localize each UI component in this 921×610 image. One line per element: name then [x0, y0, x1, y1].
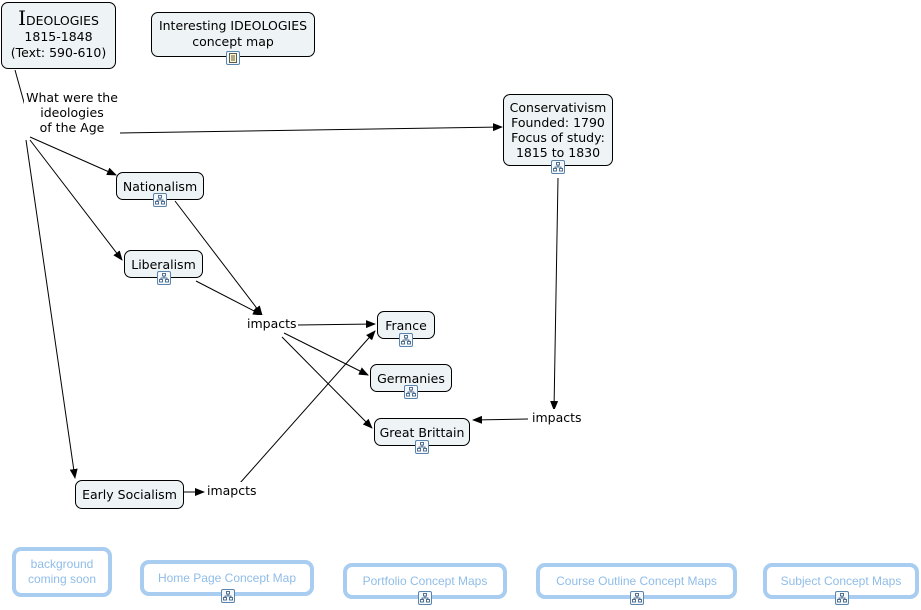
concept-map-icon[interactable]: [551, 160, 565, 174]
background-nav-box[interactable]: background coming soon: [12, 547, 112, 597]
concept-map-icon[interactable]: [418, 591, 432, 605]
question-line-2: ideologies: [40, 105, 104, 120]
germanies-label: Germanies: [377, 370, 445, 386]
title-text-pages: (Text: 590-610): [10, 45, 107, 60]
info-line-1: Interesting IDEOLOGIES: [158, 18, 308, 33]
conservatism-line-4: 1815 to 1830: [515, 145, 601, 160]
conservatism-line-1: Conservativism: [509, 100, 607, 115]
early-socialism-label: Early Socialism: [82, 487, 177, 502]
concept-map-icon[interactable]: [153, 193, 167, 207]
conservatism-line-2: Founded: 1790: [511, 115, 605, 130]
link-question-to-early-socialism: [25, 139, 78, 479]
background-line-1: background: [30, 557, 94, 571]
impacts-phrase-right: impacts: [532, 409, 582, 426]
link-impacts-to-germanies: [283, 332, 369, 376]
concept-map-icon[interactable]: [415, 440, 429, 454]
link-impacts-to-great-brittain-right: [472, 415, 529, 424]
info-node[interactable]: Interesting IDEOLOGIES concept map: [151, 12, 315, 57]
portfolio-label: Portfolio Concept Maps: [362, 573, 488, 588]
link-conservatism-to-impacts: [550, 177, 559, 411]
great-brittain-label: Great Brittain: [379, 424, 465, 440]
concept-map-icon[interactable]: [630, 591, 644, 605]
title-dates: 1815-1848: [24, 29, 93, 44]
link-question-to-conservatism: [119, 123, 503, 134]
link-impacts-to-france: [297, 320, 376, 329]
concept-map-icon[interactable]: [399, 333, 413, 347]
home-page-label: Home Page Concept Map: [157, 570, 297, 585]
concept-map-icon[interactable]: [221, 589, 235, 603]
impacts-phrase-left: impacts: [247, 315, 297, 332]
link-nationalism-to-impacts: [174, 200, 263, 316]
france-label: France: [385, 317, 427, 333]
info-line-2: concept map: [192, 34, 274, 49]
subject-label: Subject Concept Maps: [780, 573, 902, 588]
link-liberalism-to-impacts: [195, 280, 263, 316]
question-line-1: What were the: [26, 90, 118, 105]
title-heading: IDEOLOGIES: [18, 6, 99, 30]
conservatism-node[interactable]: Conservativism Founded: 1790 Focus of st…: [503, 94, 613, 166]
concept-map-icon[interactable]: [157, 271, 171, 285]
link-question-to-nationalism: [29, 136, 117, 176]
link-imapcts-to-france: [239, 330, 376, 484]
link-title-to-question: [14, 69, 26, 107]
document-icon[interactable]: [226, 51, 240, 65]
question-phrase: What were the ideologies of the Age: [24, 90, 120, 135]
background-line-2: coming soon: [27, 572, 97, 586]
question-line-3: of the Age: [39, 120, 105, 135]
title-node[interactable]: IDEOLOGIES 1815-1848 (Text: 590-610): [1, 2, 116, 69]
concept-map-icon[interactable]: [404, 385, 418, 399]
nationalism-node[interactable]: Nationalism: [116, 172, 204, 200]
link-impacts-to-great-brittain: [281, 336, 373, 429]
early-socialism-node[interactable]: Early Socialism: [75, 480, 184, 509]
imapcts-phrase: imapcts: [207, 482, 257, 499]
germanies-node[interactable]: Germanies: [370, 364, 452, 392]
nationalism-label: Nationalism: [122, 178, 198, 194]
conservatism-line-3: Focus of study:: [511, 130, 605, 145]
liberalism-label: Liberalism: [131, 256, 196, 272]
concept-map-icon[interactable]: [835, 591, 849, 605]
portfolio-concept-maps-button[interactable]: Portfolio Concept Maps: [343, 563, 507, 599]
link-question-to-liberalism: [29, 139, 123, 261]
course-outline-label: Course Outline Concept Maps: [556, 573, 717, 588]
france-node[interactable]: France: [377, 311, 435, 339]
